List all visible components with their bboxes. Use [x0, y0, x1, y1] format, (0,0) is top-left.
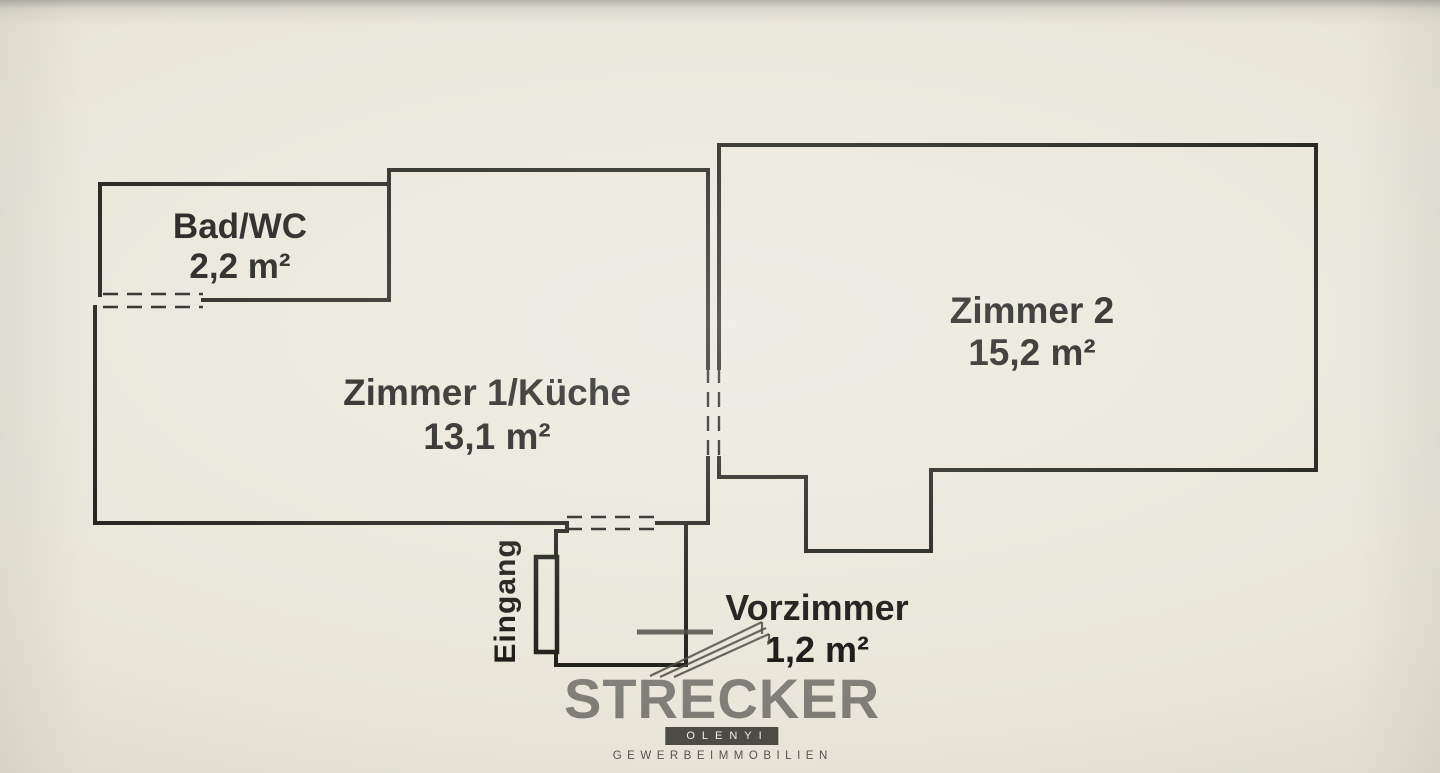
wall-zimmer2 — [717, 143, 1318, 553]
room-area: 1,2 m² — [764, 629, 870, 670]
room-area: 13,1 m² — [423, 416, 551, 457]
entrance-door — [533, 554, 560, 655]
room-area: 2,2 m² — [189, 247, 291, 286]
wall-badwc — [98, 168, 391, 302]
room-label-zimmer1-kueche: Zimmer 1/Küche 13,1 m² — [327, 371, 647, 459]
room-name: Zimmer 1/Küche — [343, 372, 631, 413]
room-name: Vorzimmer — [725, 587, 909, 628]
room-label-zimmer2: Zimmer 2 15,2 m² — [882, 290, 1182, 374]
wall-vorzimmer — [554, 521, 688, 667]
door-dash-badwc — [103, 292, 203, 309]
door-dash-zimmer2 — [706, 368, 721, 458]
room-label-bad-wc: Bad/WC 2,2 m² — [140, 207, 340, 287]
room-area: 15,2 m² — [968, 332, 1096, 373]
room-name: Bad/WC — [172, 207, 308, 246]
entrance-label: Eingang — [489, 538, 522, 664]
door-dash-vorzimmer — [567, 515, 657, 531]
room-name: Zimmer 2 — [949, 290, 1115, 331]
wall-zimmer1 — [93, 168, 710, 525]
room-label-vorzimmer: Vorzimmer 1,2 m² — [697, 587, 937, 671]
